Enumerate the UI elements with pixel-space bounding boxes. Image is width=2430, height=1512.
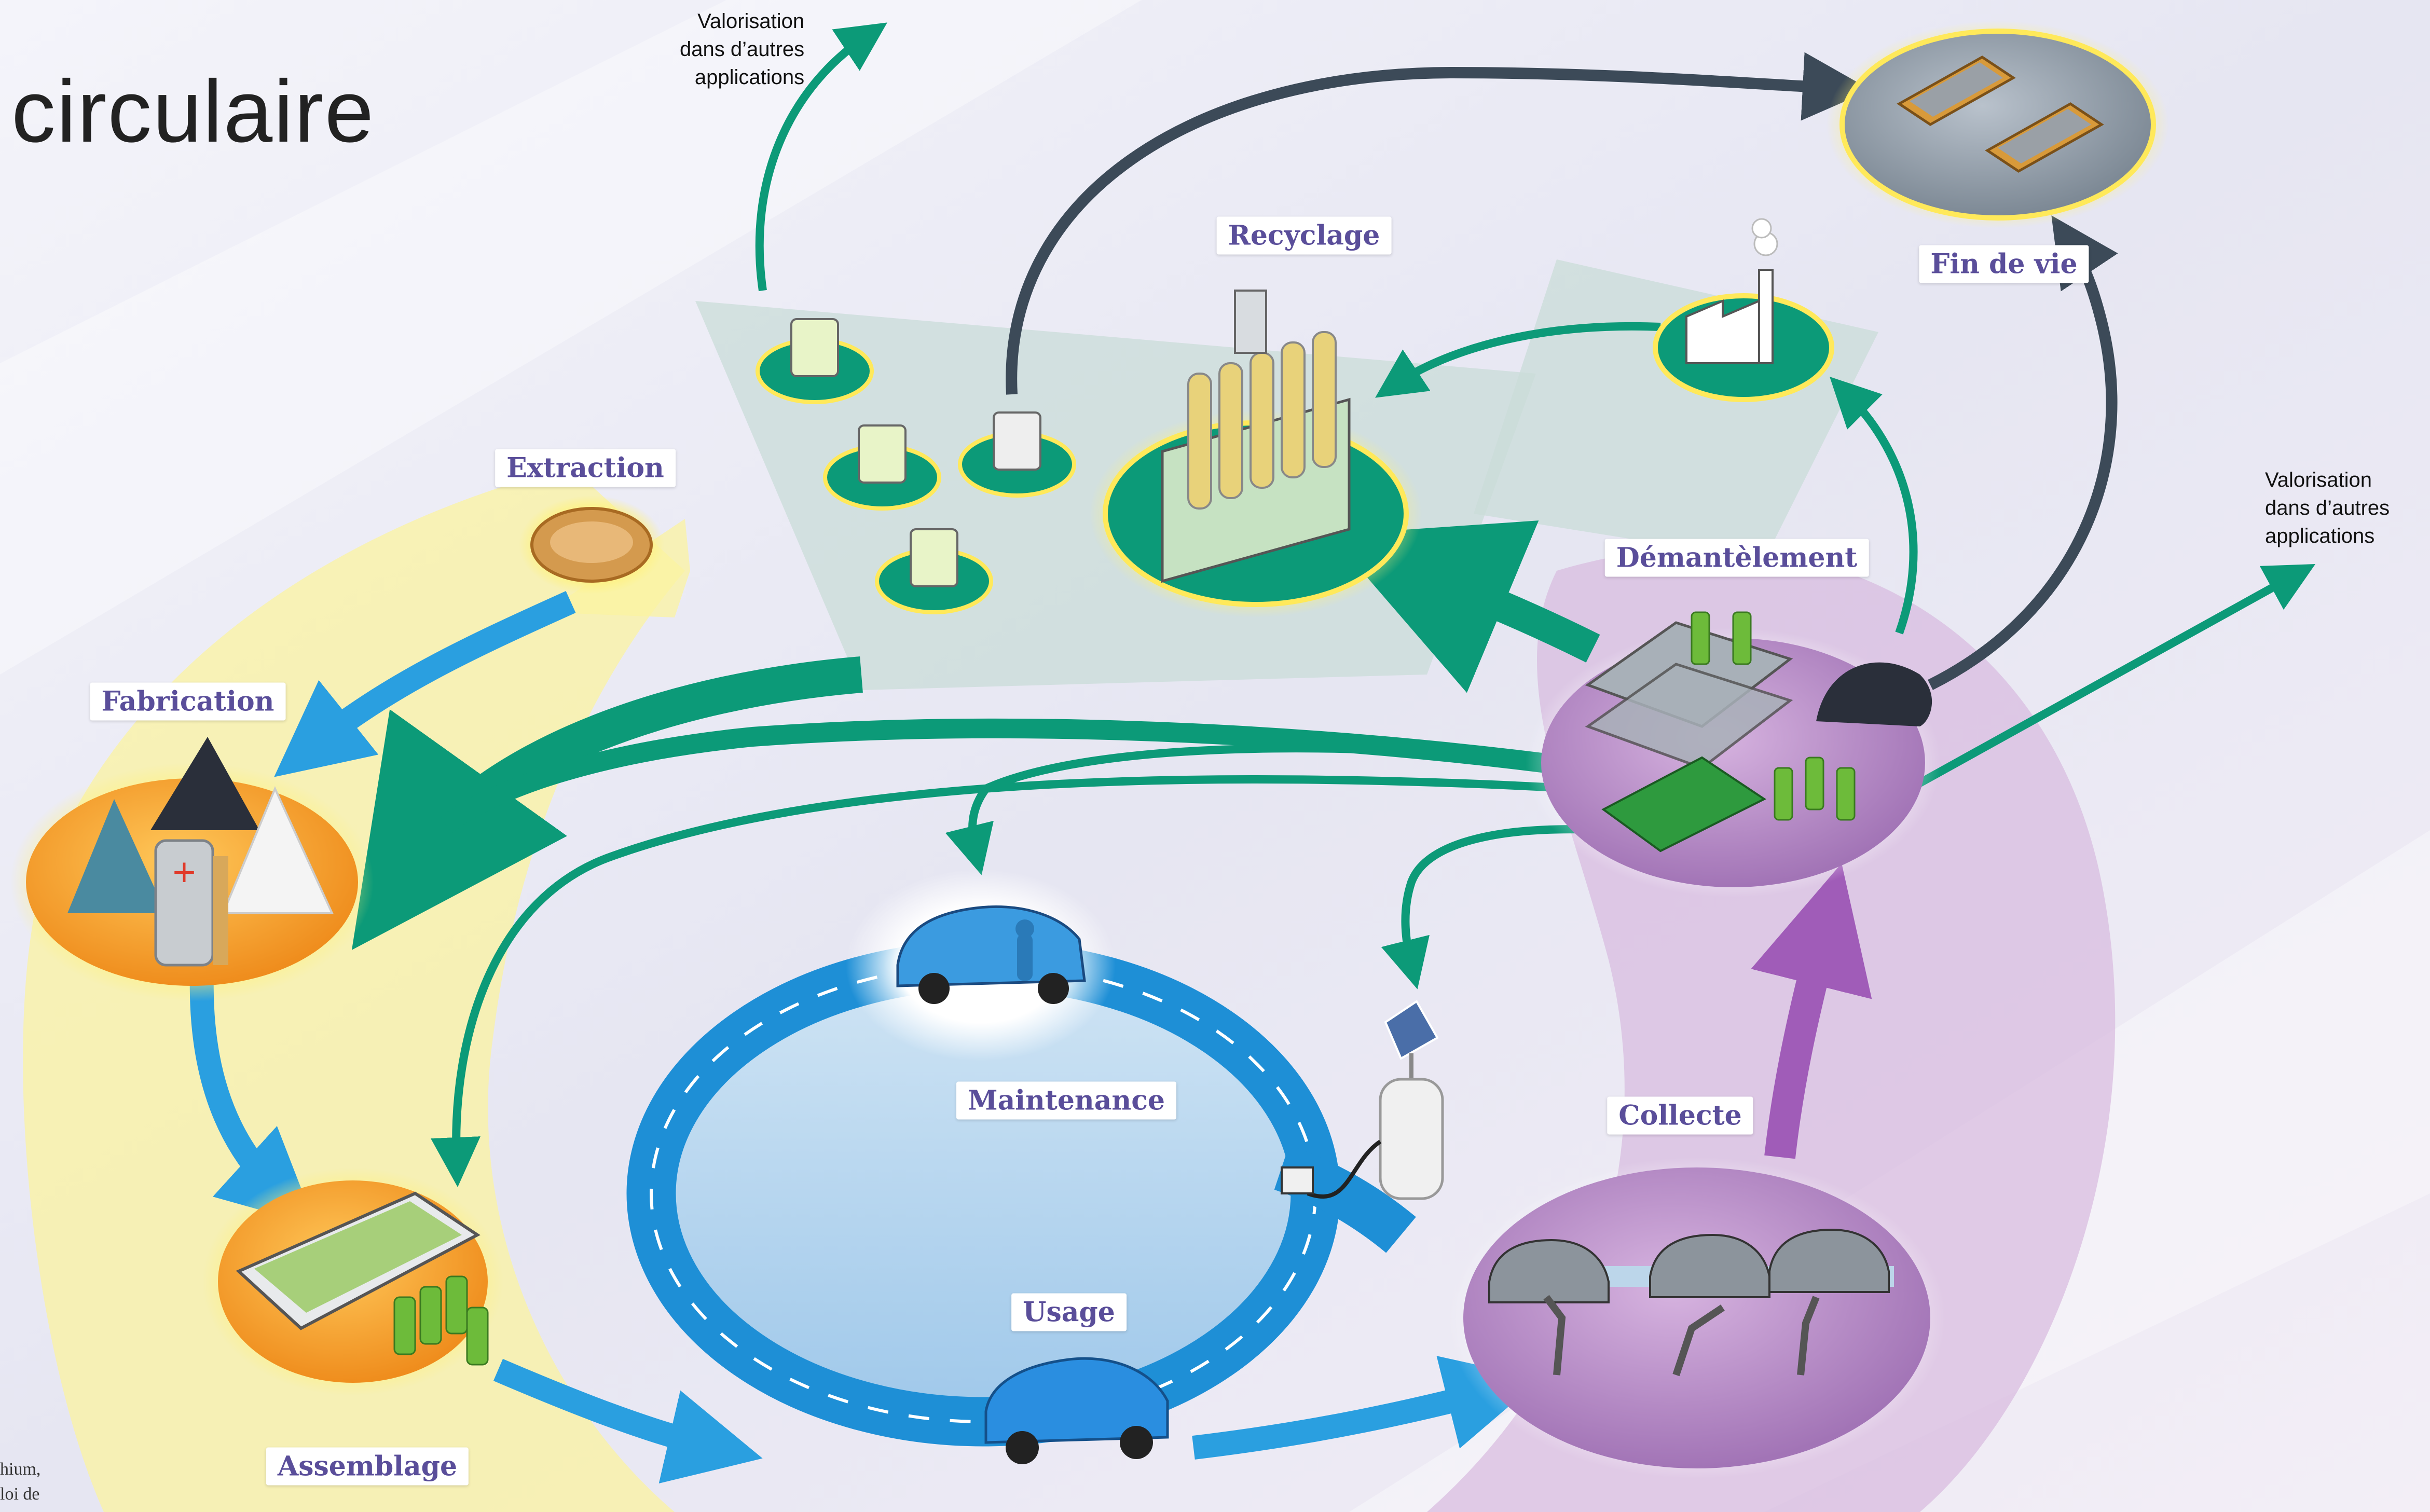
- valorisation-top-note: Valorisation dans d’autres applications: [680, 7, 804, 91]
- light-ray: [0, 0, 1142, 675]
- extraction-node: [519, 496, 664, 594]
- label-demantelement: Démantèlement: [1604, 539, 1869, 577]
- fabrication-to-assemblage-arrow: [189, 959, 316, 1226]
- recycling-to-end-of-life-arrow: [1006, 52, 1871, 395]
- collecte-node: [1448, 1157, 1946, 1479]
- label-fabrication: Fabrication: [90, 682, 286, 721]
- note-line: Valorisation: [697, 10, 805, 33]
- cropped-edge-text: hium, loi de: [0, 1457, 40, 1507]
- fabrication-node: +: [10, 737, 374, 1001]
- fin-de-vie-node: [1827, 21, 2169, 228]
- extraction-to-fabrication-arrow: [274, 591, 576, 777]
- svg-text:+: +: [171, 854, 197, 890]
- assemblage-to-usage-arrow: [493, 1358, 763, 1483]
- demantelement-node: [1526, 611, 1941, 898]
- valorisation-right-note: Valorisation dans d’autres applications: [2265, 466, 2390, 550]
- charging-station: [1281, 1000, 1444, 1200]
- maintenance-node: [846, 869, 1116, 1061]
- processing-to-recycling-arrow: [1375, 322, 1661, 398]
- label-recyclage: Recyclage: [1216, 216, 1392, 255]
- note-line: dans d’autres: [680, 38, 805, 61]
- label-extraction: Extraction: [495, 449, 676, 487]
- sample-beakers: [756, 318, 1076, 614]
- valorisation-right-arrow: [1907, 564, 2316, 793]
- collecte-to-demantelement-arrow: [1751, 863, 1872, 1159]
- stationary-storage-arrow: [1381, 825, 1609, 989]
- dismantling-to-processing-arrow: [1830, 377, 1918, 635]
- note-line: applications: [694, 66, 805, 89]
- edge-line: loi de: [0, 1484, 40, 1504]
- note-line: dans d’autres: [2265, 497, 2390, 519]
- factory-node: [1653, 218, 1834, 402]
- valorisation-top-arrow: [755, 22, 887, 292]
- second-life-arrow: [431, 775, 1578, 1187]
- page-title: circulaire: [11, 62, 375, 161]
- usage-car: [984, 1357, 1169, 1464]
- assemblage-node: [202, 1167, 503, 1396]
- label-collecte: Collecte: [1607, 1096, 1753, 1135]
- dismantling-to-recycling-arrow: [1330, 520, 1600, 693]
- recyclage-node: [1090, 290, 1422, 617]
- label-fin-de-vie: Fin de vie: [1919, 245, 2089, 283]
- edge-line: hium,: [0, 1460, 41, 1479]
- note-line: Valorisation: [2265, 469, 2372, 491]
- label-usage: Usage: [1011, 1293, 1127, 1331]
- maintenance-return-arrow: [945, 744, 1609, 875]
- label-maintenance: Maintenance: [956, 1081, 1176, 1120]
- note-line: applications: [2265, 525, 2375, 547]
- label-assemblage: Assemblage: [266, 1447, 469, 1486]
- usage-to-collecte-arrow: [1192, 1356, 1541, 1460]
